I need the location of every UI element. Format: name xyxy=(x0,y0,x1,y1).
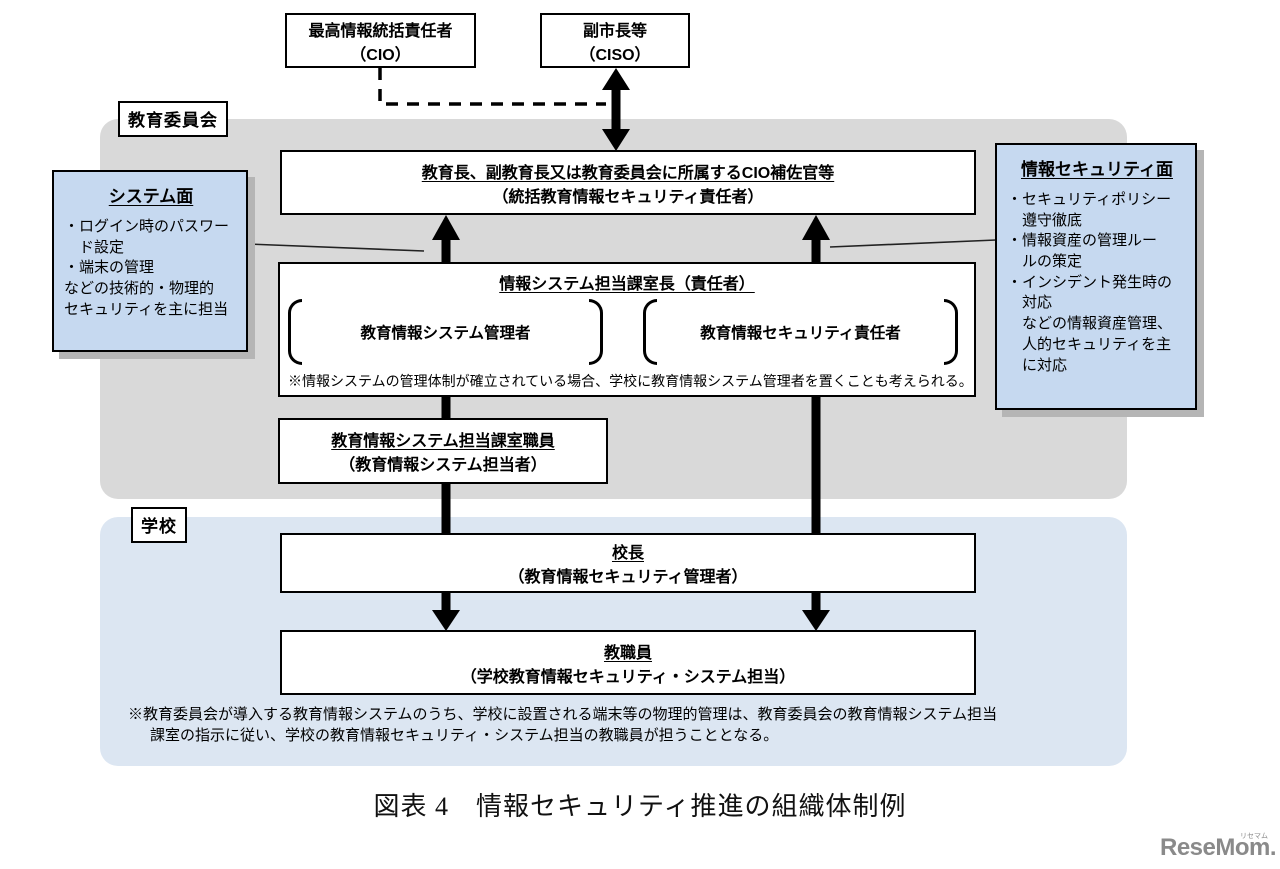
resemom-logo-ruby: リセマム xyxy=(1240,833,1269,840)
ciso-subtitle: （CISO） xyxy=(579,46,651,64)
system-aspect-box: システム面 ・ログイン時のパスワー ド設定 ・端末の管理 などの技術的・物理的 … xyxy=(52,170,248,352)
section-head-box: 情報システム担当課室長（責任者） 教育情報システム管理者 教育情報セキュリティ責… xyxy=(278,262,976,397)
cio-box: 最高情報統括責任者 （CIO） xyxy=(285,13,476,68)
chief-subtitle: （統括教育情報セキュリティ責任者） xyxy=(492,188,764,206)
security-aspect-body: ・セキュリティポリシー 遵守徹底 ・情報資産の管理ルー ルの策定 ・インシデント… xyxy=(1007,191,1173,374)
ciso-title: 副市長等 xyxy=(582,22,647,40)
system-aspect-title: システム面 xyxy=(108,187,194,206)
left-bracket-icon xyxy=(288,299,302,365)
role-security-manager: 教育情報セキュリティ責任者 xyxy=(700,325,901,342)
cio-subtitle: （CIO） xyxy=(350,46,411,64)
role-group-security: 教育情報セキュリティ責任者 xyxy=(643,299,958,365)
role-system-admin: 教育情報システム管理者 xyxy=(360,325,531,342)
staff-subtitle: （教育情報システム担当者） xyxy=(339,457,547,474)
staff-box: 教育情報システム担当課室職員 （教育情報システム担当者） xyxy=(278,418,608,484)
school-region-label: 学校 xyxy=(131,507,187,543)
board-region-label: 教育委員会 xyxy=(118,101,228,137)
section-head-roles: 教育情報システム管理者 教育情報セキュリティ責任者 xyxy=(288,296,964,368)
role-group-system: 教育情報システム管理者 xyxy=(288,299,603,365)
school-note-line2: 課室の指示に従い、学校の教育情報セキュリティ・システム担当の教職員が担うこととな… xyxy=(150,727,779,744)
principal-title: 校長 xyxy=(611,545,644,562)
principal-box: 校長 （教育情報セキュリティ管理者） xyxy=(280,533,976,593)
security-aspect-box: 情報セキュリティ面 ・セキュリティポリシー 遵守徹底 ・情報資産の管理ルー ルの… xyxy=(995,143,1197,410)
resemom-logo-text: ReseMom. xyxy=(1160,834,1277,861)
system-aspect-body: ・ログイン時のパスワー ド設定 ・端末の管理 などの技術的・物理的 セキュリティ… xyxy=(64,218,230,318)
section-head-title: 情報システム担当課室長（責任者） xyxy=(499,276,755,293)
security-aspect-title: 情報セキュリティ面 xyxy=(1021,160,1173,179)
right-bracket-icon xyxy=(944,299,958,365)
section-head-note: ※情報システムの管理体制が確立されている場合、学校に教育情報システム管理者を置く… xyxy=(288,373,973,389)
right-bracket-icon xyxy=(589,299,603,365)
cio-dashed-connector xyxy=(378,68,606,106)
school-note: ※教育委員会が導入する教育情報システムのうち、学校に設置される端末等の物理的管理… xyxy=(128,704,1128,746)
principal-subtitle: （教育情報セキュリティ管理者） xyxy=(508,569,748,586)
figure-caption: 図表 4 情報セキュリティ推進の組織体制例 xyxy=(373,792,907,821)
resemom-logo: ReseMom. リセマム xyxy=(1160,833,1277,862)
chief-box: 教育長、副教育長又は教育委員会に所属するCIO補佐官等 （統括教育情報セキュリテ… xyxy=(280,150,976,215)
teachers-box: 教職員 （学校教育情報セキュリティ・システム担当） xyxy=(280,630,976,695)
cio-title: 最高情報統括責任者 xyxy=(308,22,453,40)
chief-title: 教育長、副教育長又は教育委員会に所属するCIO補佐官等 xyxy=(421,164,835,182)
teachers-subtitle: （学校教育情報セキュリティ・システム担当） xyxy=(460,668,796,686)
staff-title: 教育情報システム担当課室職員 xyxy=(331,433,555,450)
ciso-box: 副市長等 （CISO） xyxy=(540,13,690,68)
school-note-line1: ※教育委員会が導入する教育情報システムのうち、学校に設置される端末等の物理的管理… xyxy=(128,706,998,723)
teachers-title: 教職員 xyxy=(603,644,652,662)
left-bracket-icon xyxy=(643,299,657,365)
